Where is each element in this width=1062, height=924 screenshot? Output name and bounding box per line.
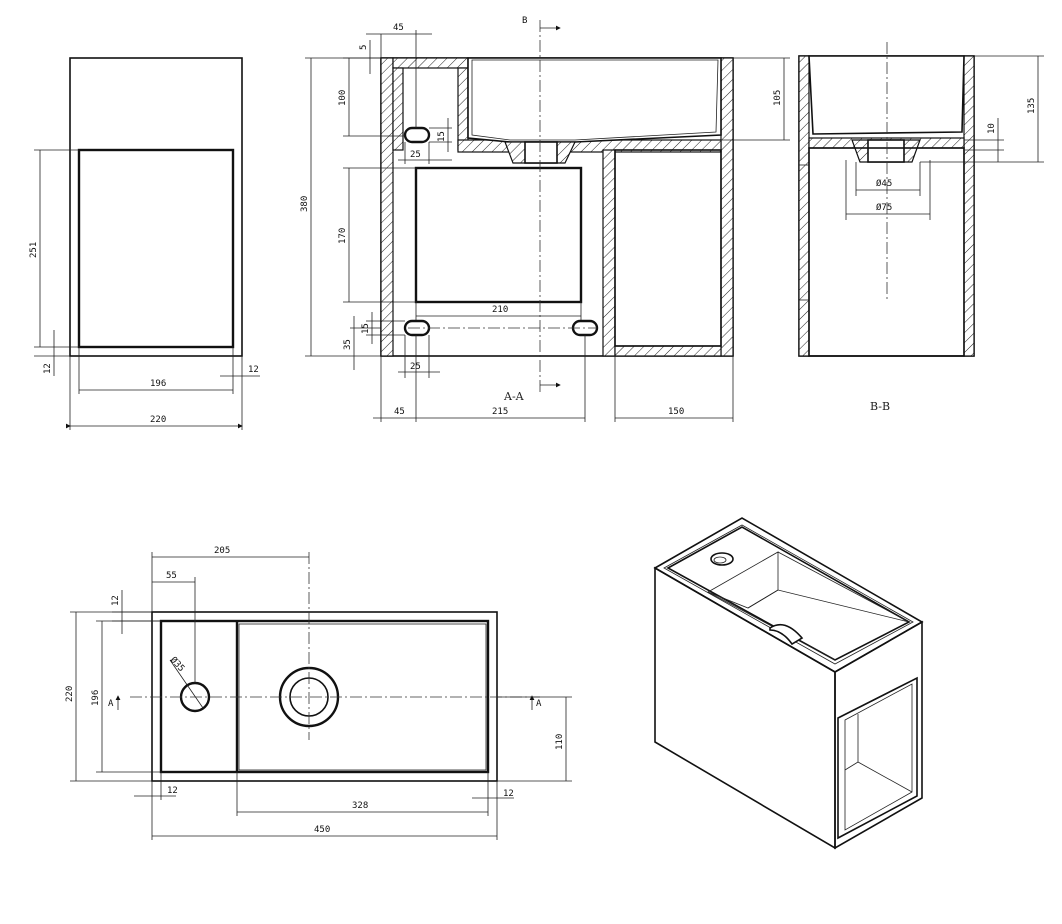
iso-drain [769, 623, 804, 646]
dim-12-plan-right: 12 [503, 789, 514, 799]
dim-10: 10 [987, 123, 997, 134]
dim-12-front-right: 12 [248, 365, 259, 375]
dim-100: 100 [338, 90, 348, 106]
dim-328: 328 [352, 801, 368, 811]
dim-12-front-left: 12 [43, 363, 53, 374]
section-bb-label: B-B [870, 400, 890, 413]
dim-196-front: 196 [150, 379, 166, 389]
front-outline [69, 57, 243, 357]
dim-35: 35 [343, 339, 353, 350]
plan-view: A A 205 55 12 Ø35 220 196 110 [65, 546, 572, 840]
dim-15-upper: 15 [437, 131, 447, 142]
plan-outline [151, 611, 498, 782]
section-bb-view: Ø45 Ø75 10 135 B-B [798, 42, 1044, 413]
dim-15-lower: 15 [361, 323, 371, 334]
dim-105: 105 [773, 90, 783, 106]
front-view: 220 196 12 251 12 [29, 57, 260, 430]
front-opening [77, 148, 235, 349]
cut-a-right: A [536, 699, 542, 709]
dim-phi35: Ø35 [168, 655, 187, 674]
dim-5: 5 [359, 45, 369, 50]
dim-25-lower: 25 [410, 362, 421, 372]
tap-slot-upper [403, 126, 431, 144]
dim-phi45: Ø45 [876, 178, 892, 189]
dim-55: 55 [166, 571, 177, 581]
dim-210: 210 [492, 305, 508, 315]
dim-220-plan: 220 [65, 686, 75, 702]
dim-170: 170 [338, 228, 348, 244]
dim-251: 251 [29, 242, 39, 258]
section-aa-view: B A-A 45 5 100 15 25 380 170 [300, 16, 790, 422]
dim-205: 205 [214, 546, 230, 556]
dim-135: 135 [1027, 98, 1037, 114]
section-aa-label: A-A [503, 390, 525, 403]
dim-phi75: Ø75 [876, 202, 892, 213]
inner-opening [414, 166, 583, 304]
iso-tap-hole [710, 552, 734, 566]
dim-25-upper: 25 [410, 150, 421, 160]
dim-450: 450 [314, 825, 330, 835]
cut-b-label: B [522, 16, 527, 26]
cut-a-left: A [108, 699, 114, 709]
dim-12-plan-left: 12 [167, 786, 178, 796]
dim-220-front: 220 [150, 415, 166, 425]
dim-12-plan-top: 12 [111, 595, 121, 606]
dim-196-plan: 196 [91, 690, 101, 706]
dim-150: 150 [668, 407, 684, 417]
right-cubby [614, 149, 722, 347]
isometric-view [653, 517, 924, 850]
dim-110: 110 [555, 734, 565, 750]
dim-45-top: 45 [393, 23, 404, 33]
dim-45-bottom: 45 [394, 407, 405, 417]
dim-380: 380 [300, 196, 310, 212]
dim-215: 215 [492, 407, 508, 417]
